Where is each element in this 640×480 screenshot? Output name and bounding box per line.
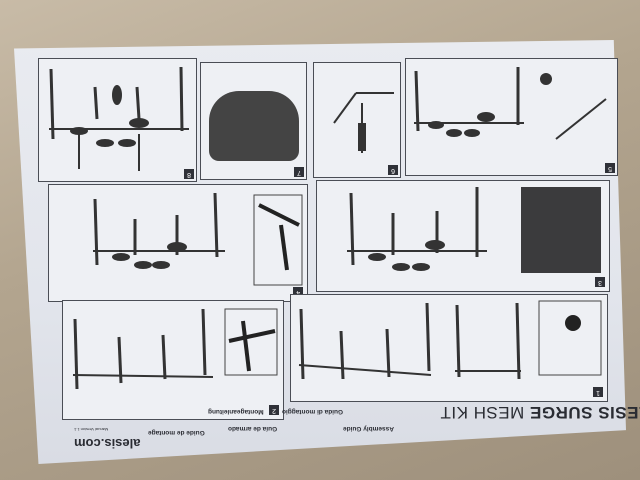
guide-spanish: Guía de armado bbox=[228, 425, 278, 432]
panel-number: 1 bbox=[593, 387, 603, 397]
guide-german: Montageanleitung bbox=[208, 408, 264, 415]
panel-5: 5 bbox=[405, 58, 618, 176]
product-title: ALESIS SURGE MESH KIT bbox=[440, 402, 640, 422]
panel-2: 2 bbox=[62, 300, 284, 420]
boom-arm-drawing bbox=[333, 92, 394, 153]
panel-number: 7 bbox=[294, 167, 304, 177]
panel-6: 6 bbox=[313, 62, 401, 178]
panel-4: 4 bbox=[48, 184, 308, 302]
manual-version: Manual Version 1.1 bbox=[74, 427, 109, 432]
panel-8: 8 bbox=[38, 58, 197, 182]
panel-number: 5 bbox=[605, 163, 615, 173]
guide-english: Assembly Guide bbox=[343, 425, 394, 432]
rack-step-3-drawing bbox=[347, 187, 487, 271]
rack-step-4-drawing bbox=[93, 192, 303, 286]
model-name: SURGE bbox=[529, 403, 593, 422]
panel-7: 7 bbox=[200, 62, 307, 180]
panel-number: 8 bbox=[184, 169, 194, 179]
panel-3: 3 bbox=[316, 180, 610, 292]
clamp-photo bbox=[209, 91, 299, 161]
panel-number: 6 bbox=[388, 165, 398, 175]
rack-step-1-drawing bbox=[298, 300, 602, 380]
brand-name: ALESIS bbox=[597, 403, 640, 422]
product-name: MESH KIT bbox=[440, 403, 525, 422]
panel-number: 2 bbox=[269, 405, 279, 415]
guide-french: Guide de montage bbox=[148, 429, 205, 436]
drum-clamp-photo bbox=[521, 187, 601, 273]
panel-1: 1 bbox=[290, 294, 608, 402]
rack-step-8-drawing bbox=[49, 66, 189, 171]
guide-italian: Guida di montaggio bbox=[282, 408, 344, 415]
panel-number: 3 bbox=[595, 277, 605, 287]
rack-step-5-drawing bbox=[414, 67, 607, 140]
rack-step-2-drawing bbox=[72, 308, 278, 390]
website: alesis.com bbox=[74, 436, 141, 451]
